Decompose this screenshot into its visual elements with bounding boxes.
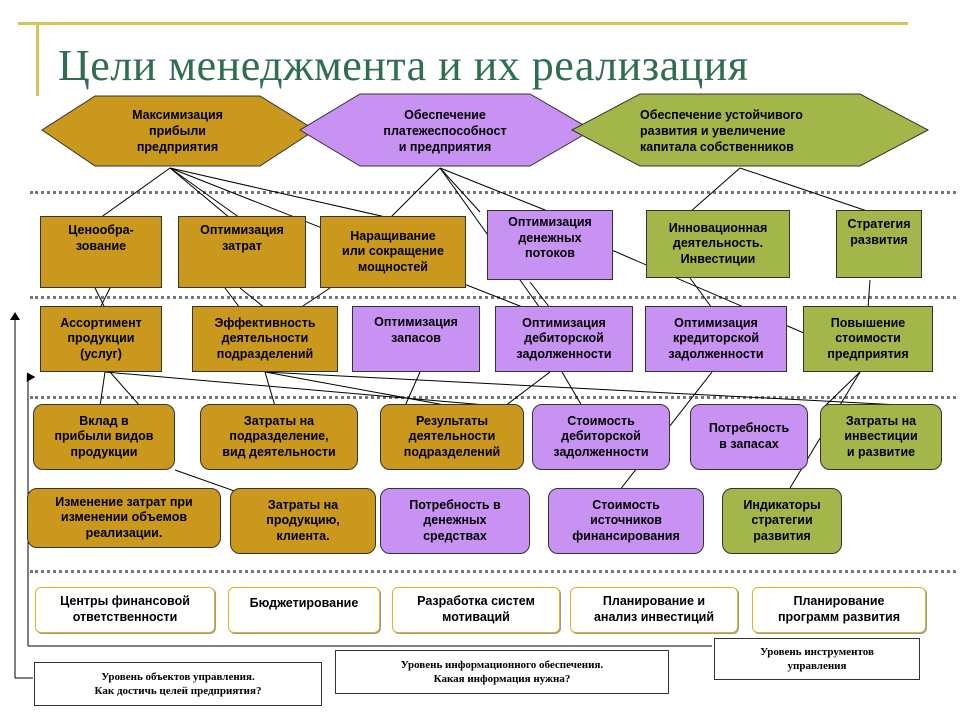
- task-capacity: Наращивание или сокращение мощностей: [320, 216, 466, 288]
- level-note-objects: Уровень объектов управления. Как достичь…: [34, 662, 322, 706]
- object-enterprise-value: Повышение стоимости предприятия: [803, 306, 933, 372]
- info-product-client-costs: Затраты на продукцию, клиента.: [230, 488, 376, 554]
- object-division-efficiency: Эффективность деятельности подразделений: [192, 306, 338, 372]
- info-product-profit: Вклад в прибыли видов продукции: [33, 404, 175, 470]
- tool-investment-planning: Планирование и анализ инвестиций: [570, 587, 738, 633]
- info-volume-cost-change: Изменение затрат при изменении объемов р…: [27, 488, 221, 548]
- object-inventory: Оптимизация запасов: [352, 306, 480, 372]
- page-title: Цели менеджмента и их реализация: [58, 41, 749, 90]
- info-strategy-indicators: Индикаторы стратегии развития: [722, 488, 842, 554]
- info-receivables-cost: Стоимость дебиторской задолженности: [532, 404, 670, 470]
- decorative-top-line: [18, 22, 908, 25]
- tool-responsibility-centers: Центры финансовой ответственности: [35, 587, 215, 633]
- arrow-up-icon: [10, 312, 20, 320]
- info-funding-cost: Стоимость источников финансирования: [548, 488, 704, 554]
- info-division-costs: Затраты на подразделение, вид деятельнос…: [200, 404, 358, 470]
- task-cost-optimization: Оптимизация затрат: [178, 216, 306, 288]
- object-assortment: Ассортимент продукции (услуг): [40, 306, 162, 372]
- separator-tasks: [30, 296, 956, 299]
- task-pricing: Ценообра- зование: [40, 216, 162, 288]
- info-inventory-need: Потребность в запасах: [690, 404, 808, 470]
- info-cash-need: Потребность в денежных средствах: [380, 488, 530, 554]
- goal-solvency-label: Обеспечение платежеспособност и предприя…: [383, 107, 507, 155]
- goal-sustainability-label: Обеспечение устойчивого развития и увели…: [640, 107, 803, 155]
- separator-objects: [30, 396, 956, 399]
- separator-goals: [30, 191, 956, 194]
- info-division-results: Результаты деятельности подразделений: [380, 404, 524, 470]
- task-cash-flow: Оптимизация денежных потоков: [487, 210, 613, 280]
- object-receivables: Оптимизация дебиторской задолженности: [495, 306, 633, 372]
- level-note-info: Уровень информационного обеспечения. Как…: [335, 650, 669, 694]
- task-strategy: Стратегия развития: [836, 210, 922, 278]
- decorative-left-line: [36, 22, 39, 96]
- separator-info: [30, 570, 956, 573]
- object-payables: Оптимизация кредиторской задолженности: [645, 306, 787, 372]
- info-investment-costs: Затраты на инвестиции и развитие: [820, 404, 942, 470]
- goal-profit-label: Максимизация прибыли предприятия: [132, 107, 223, 155]
- tool-budgeting: Бюджетирование: [228, 587, 380, 633]
- task-innovation: Инновационная деятельность. Инвестиции: [646, 210, 790, 278]
- tool-development-programs: Планирование программ развития: [752, 587, 926, 633]
- goal-hexagon-sustainability: [570, 93, 930, 167]
- level-note-tools: Уровень инструментов управления: [714, 638, 920, 680]
- tool-motivation-systems: Разработка систем мотиваций: [392, 587, 560, 633]
